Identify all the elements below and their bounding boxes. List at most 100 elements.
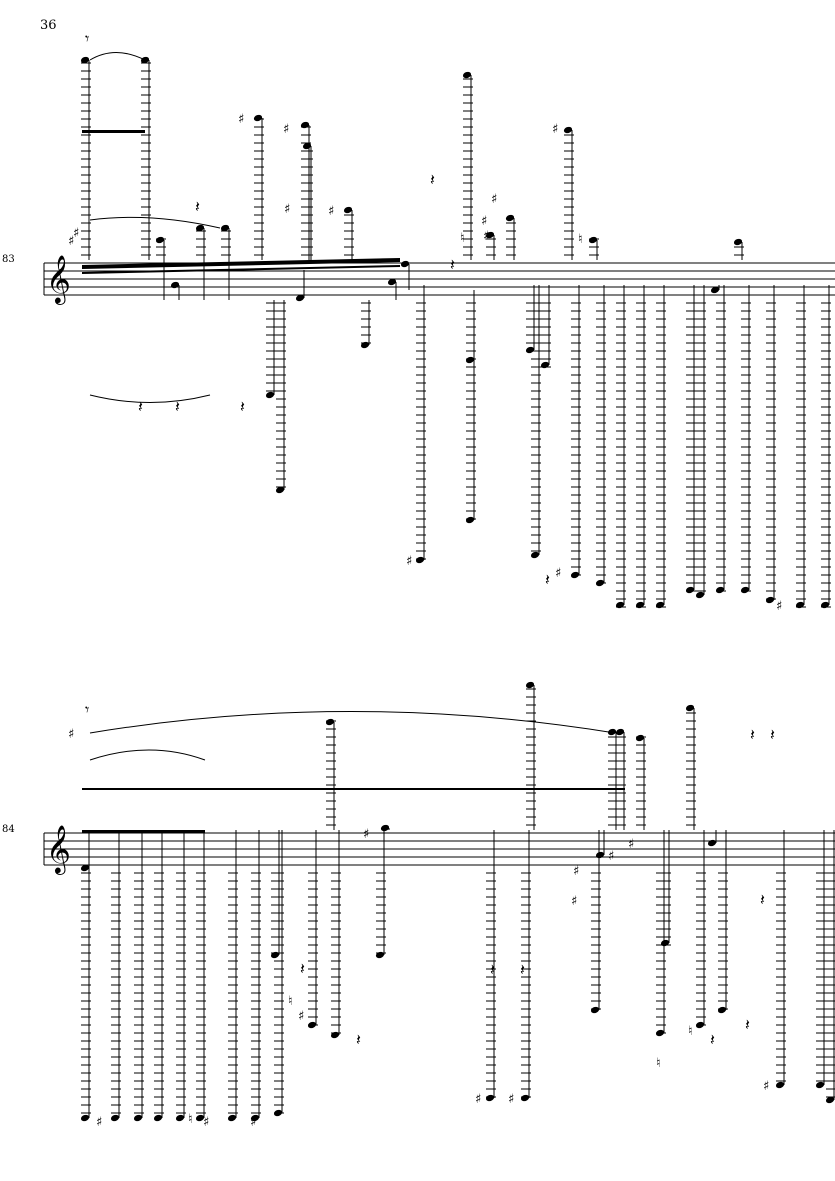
notehead [660,939,670,947]
notehead [387,278,397,286]
notehead [250,1114,260,1122]
notehead [265,391,275,399]
notehead [302,142,312,150]
notehead [465,356,475,364]
notehead [155,236,165,244]
quarter-rest: 𝄽 [175,397,180,416]
notehead [595,851,605,859]
notehead [80,56,90,64]
tie [89,52,146,61]
notehead [175,1114,185,1122]
notehead [710,286,720,294]
tie [89,711,616,734]
quarter-rest: 𝄽 [240,397,245,416]
beam [82,258,400,269]
quarter-rest: 𝄽 [138,397,143,416]
treble-clef: 𝄞 [46,254,71,305]
notehead [227,1114,237,1122]
sharp-accidental: ♯ [96,1115,102,1130]
notehead [717,1006,727,1014]
sharp-accidental: ♯ [250,1115,256,1130]
sharp-accidental: ♯ [481,214,487,229]
sharp-accidental: ♯ [571,894,577,909]
notehead [110,1114,120,1122]
notehead [375,951,385,959]
notehead [540,361,550,369]
notehead [590,1006,600,1014]
notehead [635,601,645,609]
notehead [220,224,230,232]
notehead [795,601,805,609]
notehead [170,281,180,289]
notehead [775,1081,785,1089]
notes: ♯♯♯♯♯♯♯♯♮♯♯♮♯♯♯𝄾𝄽𝄽𝄽𝄽𝄽𝄽𝄽 [68,29,831,614]
notehead [462,71,472,79]
notehead [607,728,617,736]
beam [82,830,205,833]
notehead [300,121,310,129]
quarter-rest: 𝄽 [545,570,550,589]
notehead [615,728,625,736]
sharp-accidental: ♯ [68,727,74,742]
sharp-accidental: ♯ [555,566,561,581]
quarter-rest: 𝄽 [195,197,200,216]
notehead [360,341,370,349]
notehead [715,586,725,594]
notehead [570,571,580,579]
eighth-rest: 𝄾 [85,29,89,48]
sharp-accidental: ♯ [406,554,412,569]
tie [89,216,221,229]
sharp-accidental: ♯ [284,202,290,217]
notes: ♯♯♯♮♯♯♮♯♯♯♯♯♮♯♯♮♯𝄾𝄽𝄽𝄽𝄽𝄽𝄽𝄽𝄽𝄽 [68,681,835,1130]
quarter-rest: 𝄽 [356,1030,361,1049]
notehead [153,1114,163,1122]
notehead [530,551,540,559]
notehead [195,224,205,232]
notehead [685,586,695,594]
notehead [655,1029,665,1037]
notehead [380,824,390,832]
notehead [343,206,353,214]
system-2: 𝄞 ♯♯♯♮♯♯♮♯♯♯♯♯♮♯♯♮♯𝄾𝄽𝄽𝄽𝄽𝄽𝄽𝄽𝄽𝄽 [43,681,835,1130]
notehead [295,294,305,302]
measure-number-83: 83 [2,254,15,265]
quarter-rest: 𝄽 [770,725,775,744]
notehead [615,601,625,609]
quarter-rest: 𝄽 [750,725,755,744]
notehead [820,601,830,609]
beam [82,788,625,790]
quarter-rest: 𝄽 [450,255,455,274]
notehead [505,214,515,222]
quarter-rest: 𝄽 [710,1030,715,1049]
notehead [733,238,743,246]
notehead [400,260,410,268]
treble-clef: 𝄞 [46,824,71,875]
notehead [588,236,598,244]
sharp-accidental: ♯ [68,234,74,249]
treble-clef-glyph: 𝄞 [46,824,71,875]
sharp-accidental: ♯ [608,849,614,864]
system-1: 𝄞 ♯♯♯♯♯♯♯♯♮♯♯♮♯♯♯𝄾𝄽𝄽𝄽𝄽𝄽𝄽𝄽 [43,29,835,614]
sharp-accidental: ♯ [475,1092,481,1107]
notehead [520,1094,530,1102]
sharp-accidental: ♯ [283,122,289,137]
notehead [655,601,665,609]
staff-lines [43,832,835,866]
notehead [815,1081,825,1089]
notehead [195,1114,205,1122]
notehead [707,839,717,847]
sharp-accidental: ♯ [203,1115,209,1130]
sharp-accidental: ♯ [763,1079,769,1094]
natural-accidental: ♮ [656,1056,661,1071]
notehead [485,1094,495,1102]
sharp-accidental: ♯ [298,1009,304,1024]
notehead [270,951,280,959]
page-number: 36 [40,18,57,33]
notehead [525,346,535,354]
notehead [80,864,90,872]
sharp-accidental: ♯ [508,1092,514,1107]
measure-number-84: 84 [2,824,15,835]
sharp-accidental: ♯ [363,827,369,842]
notehead [740,586,750,594]
notehead [415,556,425,564]
